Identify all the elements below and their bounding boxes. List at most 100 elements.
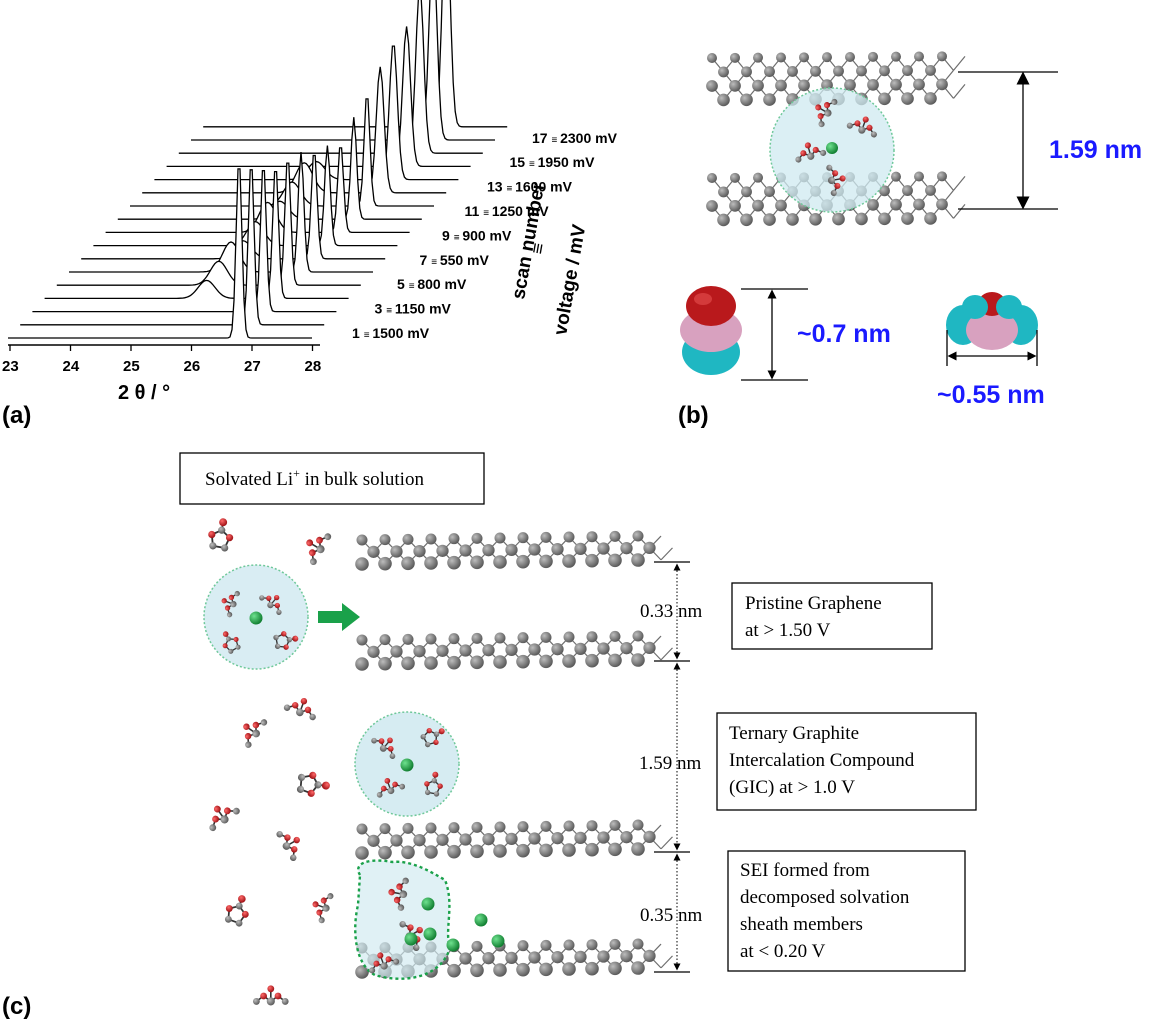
carbon-atom — [631, 842, 645, 856]
carbon-atom — [752, 79, 764, 92]
oxygen-atom — [292, 635, 299, 642]
atom — [244, 732, 252, 740]
atom — [260, 719, 268, 726]
carbon-atom — [586, 631, 598, 643]
panel-label-c: (c) — [2, 993, 31, 1020]
carbon-atom — [902, 185, 913, 197]
atom — [300, 697, 308, 705]
carbon-atom — [459, 833, 472, 846]
xrd-trace — [130, 98, 434, 207]
scan-label: 1 ≡ 1500 mV — [352, 325, 430, 341]
ec-molecule-icon — [208, 518, 234, 552]
carbon-atom — [433, 791, 440, 797]
carbon-atom — [855, 212, 868, 226]
dmc-molecule-icon — [243, 719, 268, 748]
carbon-atom — [717, 93, 730, 107]
carbon-atom — [482, 952, 495, 965]
x-tick-label: 28 — [305, 358, 322, 375]
carbon-atom — [878, 212, 891, 226]
carbon-atom — [539, 554, 553, 569]
li-ion-icon — [491, 934, 505, 948]
carbon-atom — [608, 961, 622, 976]
carbon-atom — [517, 532, 529, 544]
carbon-atom — [494, 821, 506, 833]
atom — [293, 836, 300, 844]
atom — [397, 904, 405, 911]
carbon-atom — [609, 819, 621, 831]
atom — [826, 164, 833, 171]
carbon-atom — [832, 212, 845, 226]
carbon-atom — [436, 644, 449, 657]
atom — [266, 997, 275, 1006]
carbon-atom — [494, 632, 506, 644]
carbon-atom — [482, 544, 495, 557]
xrd-trace — [69, 151, 373, 273]
gic-box-text: Ternary Graphite Intercalation Compound … — [729, 723, 919, 798]
bond — [953, 203, 966, 219]
bulk-solution-box — [179, 452, 485, 505]
atom — [267, 985, 275, 993]
atom — [228, 594, 235, 601]
oxygen-atom — [432, 771, 439, 778]
carbon-atom — [505, 543, 518, 556]
dmc-molecule-icon — [306, 533, 332, 566]
carbon-atom — [585, 653, 599, 668]
carbon-atom — [402, 533, 414, 545]
atom — [283, 704, 291, 711]
atom — [820, 149, 827, 156]
carbon-atom — [810, 65, 821, 77]
atom — [392, 781, 398, 788]
carbon-atom — [401, 656, 415, 671]
atom — [389, 753, 396, 759]
carbon-atom — [620, 831, 633, 844]
carbon-atom — [551, 832, 564, 845]
carbon-atom — [402, 633, 414, 645]
carbon-atom — [597, 831, 610, 844]
ec-molecule-icon — [222, 631, 241, 654]
trace-mask — [203, 0, 509, 129]
atom — [322, 904, 330, 912]
carbon-atom — [540, 939, 552, 951]
bond — [660, 836, 673, 850]
carbon-atom — [822, 52, 832, 63]
atom — [399, 890, 408, 899]
xrd-trace — [105, 147, 410, 234]
ec-molecule-icon — [273, 631, 299, 650]
carbon-atom — [528, 543, 541, 556]
carbon-atom — [471, 940, 483, 952]
dmc-molecule-icon — [312, 893, 334, 924]
free-solvent-molecules — [208, 518, 334, 1006]
carbon-atom — [608, 553, 622, 568]
carbon-atom — [551, 951, 564, 964]
side-title-voltage: voltage / mV — [550, 223, 590, 337]
carbon-atom — [540, 531, 552, 543]
atom — [316, 909, 323, 916]
trace-mask — [191, 0, 496, 142]
li-ion-icon — [446, 938, 460, 952]
trace-mask — [81, 155, 387, 261]
carbon-atom — [913, 78, 925, 91]
oxygen-atom — [225, 905, 233, 912]
carbon-atom — [379, 634, 391, 646]
carbon-atom — [799, 52, 809, 63]
oxygen-atom — [219, 518, 228, 527]
oxygen-atom — [433, 739, 439, 746]
x-tick-label: 23 — [2, 358, 19, 375]
bond — [953, 175, 966, 191]
xrd-trace — [178, 0, 483, 154]
carbon-atom — [890, 78, 902, 91]
xrd-trace — [8, 168, 312, 339]
carbon-atom — [505, 832, 518, 845]
carbon-atom — [356, 534, 368, 546]
x-tick-label: 27 — [244, 358, 261, 375]
graphene-sheet — [355, 819, 673, 860]
carbon-atom — [707, 53, 717, 63]
carbon-atom — [741, 66, 752, 78]
carbon-atom — [401, 845, 415, 860]
atom — [324, 533, 332, 541]
atom — [870, 131, 877, 138]
scan-labels: 1 ≡ 1500 mV3 ≡ 1150 mV5 ≡ 800 mV7 ≡ 550 … — [352, 130, 618, 341]
carbon-atom — [505, 951, 518, 964]
carbon-atom — [809, 212, 822, 226]
